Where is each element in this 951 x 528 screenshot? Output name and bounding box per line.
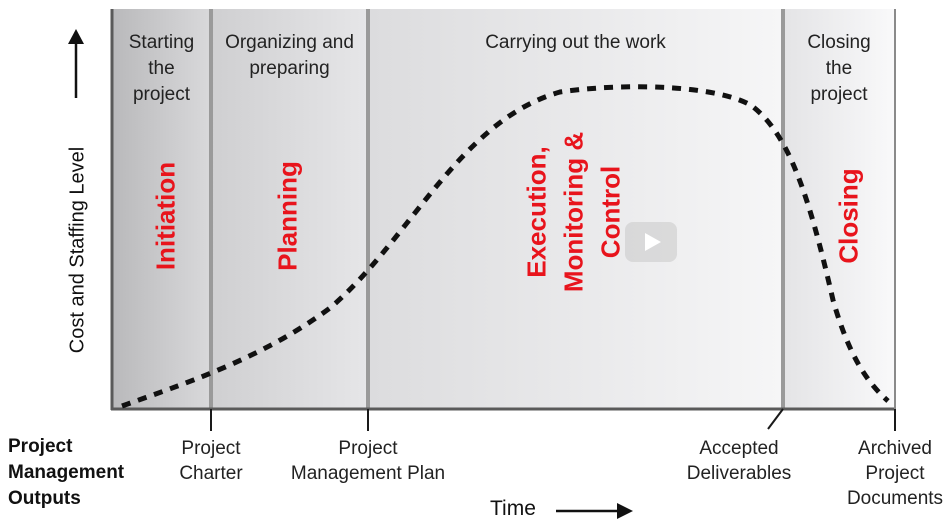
output-accepted-deliverables: Accepted Deliverables [686,438,792,484]
phase-name-execution: Execution, Monitoring & Control [521,131,626,293]
right-arrow-icon [556,503,633,519]
phase-name-initiation: Initiation [150,161,181,271]
phase-header-execution: Carrying out the work [485,32,666,53]
phase-header-closing: Closing the project [807,32,871,105]
y-axis-label: Cost and Staffing Level [66,146,89,354]
phase-band-planning [211,9,368,409]
phase-band-initiation [112,9,211,409]
play-icon[interactable] [625,222,677,262]
cost-staffing-curve [121,84,890,409]
output-archived-project-documents: Archived Project Documents [846,438,944,509]
up-arrow-icon [68,29,84,98]
project-management-outputs-label: Project Management Outputs [8,436,125,509]
x-axis-label: Time [490,497,536,520]
phase-band-closing [783,9,895,409]
phase-header-initiation: Starting the project [128,32,195,105]
phase-name-planning: Planning [272,161,303,271]
phase-name-closing: Closing [833,168,864,264]
output-tick [767,408,784,430]
output-project-management-plan: Project Management Plan [290,438,446,484]
phase-header-planning: Organizing and preparing [225,32,354,79]
output-project-charter: Project Charter [179,438,243,484]
phase-band-execution [368,9,783,409]
